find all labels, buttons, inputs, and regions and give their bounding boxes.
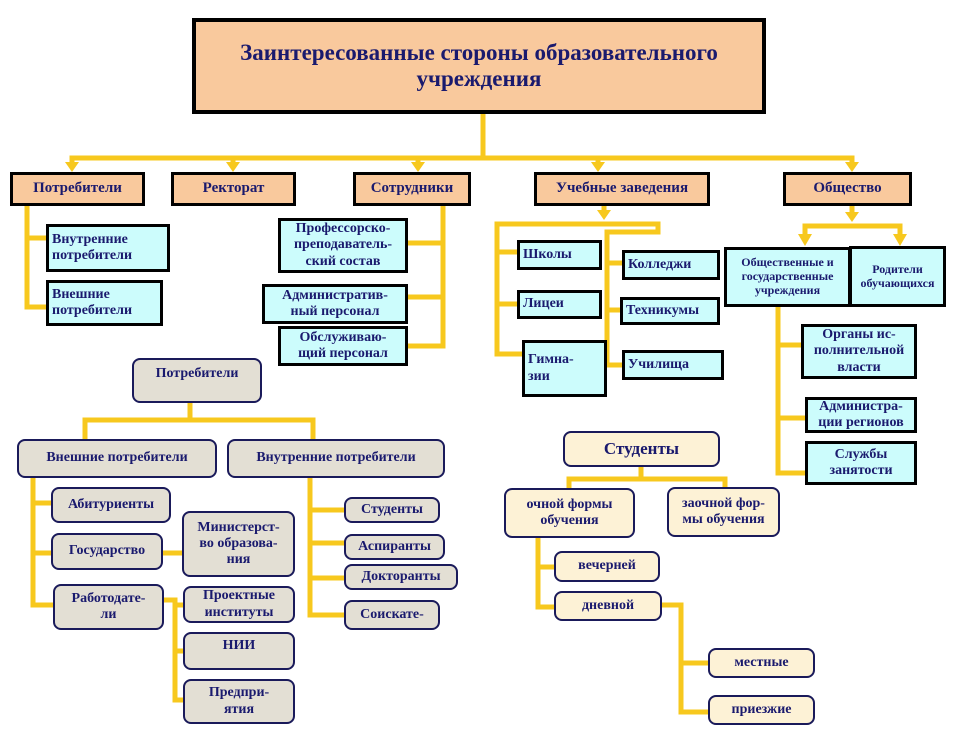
public-institutions-box: Общественные и государственные учреждени…	[724, 247, 851, 307]
arrowheads	[65, 162, 907, 246]
consumers-root: Потребители	[132, 358, 262, 403]
internal-consumers-node: Внутренние потребители	[227, 439, 445, 478]
header-rectorate: Ректорат	[171, 172, 296, 206]
diagram-title: Заинтересованные стороны образовательног…	[192, 18, 766, 114]
internal-consumers-box: Внутренние потребители	[46, 224, 170, 272]
header-consumers: Потребители	[10, 172, 145, 206]
enterprises-node: Предпри- ятия	[183, 679, 295, 724]
employers-node: Работодате- ли	[53, 584, 164, 630]
evening-node: вечерней	[554, 551, 660, 582]
design-institutes-node: Проектные институты	[183, 586, 295, 623]
service-staff-box: Обслуживаю- щий персонал	[278, 326, 408, 366]
applicants-degree-node: Соискате-	[344, 600, 440, 630]
header-institutions: Учебные заведения	[534, 172, 710, 206]
employment-services-box: Службы занятости	[805, 441, 917, 485]
students-node: Студенты	[344, 497, 440, 523]
students-root: Студенты	[563, 431, 720, 467]
postgraduates-node: Аспиранты	[344, 534, 445, 560]
executive-authorities-box: Органы ис- полнительной власти	[801, 324, 917, 379]
local-node: местные	[708, 648, 815, 678]
doctoral-node: Докторанты	[344, 564, 458, 590]
admin-staff-box: Административ- ный персонал	[262, 284, 408, 324]
day-node: дневной	[554, 591, 662, 621]
gymnasiums-box: Гимна- зии	[522, 340, 607, 397]
external-consumers-box: Внешние потребители	[46, 280, 163, 326]
fulltime-node: очной формы обучения	[504, 488, 635, 538]
nonresident-node: приезжие	[708, 695, 815, 725]
schools-box: Школы	[517, 240, 602, 270]
applicants-node: Абитуриенты	[51, 487, 171, 523]
parents-box: Родители обучающихся	[849, 246, 946, 307]
header-staff: Сотрудники	[353, 172, 471, 206]
ministry-node: Министерст- во образова- ния	[182, 511, 295, 577]
lyceums-box: Лицеи	[517, 290, 602, 319]
header-society: Общество	[783, 172, 912, 206]
regional-admin-box: Администра- ции регионов	[805, 397, 917, 433]
parttime-node: заочной фор- мы обучения	[667, 487, 780, 537]
research-institutes-node: НИИ	[183, 632, 295, 670]
colleges-box: Колледжи	[622, 250, 720, 280]
vocational-schools-box: Училища	[622, 350, 724, 380]
technical-schools-box: Техникумы	[620, 297, 720, 325]
teaching-staff-box: Профессорско- преподаватель- ский состав	[278, 218, 408, 273]
state-node: Государство	[51, 533, 163, 570]
external-consumers-node: Внешние потребители	[17, 439, 217, 478]
